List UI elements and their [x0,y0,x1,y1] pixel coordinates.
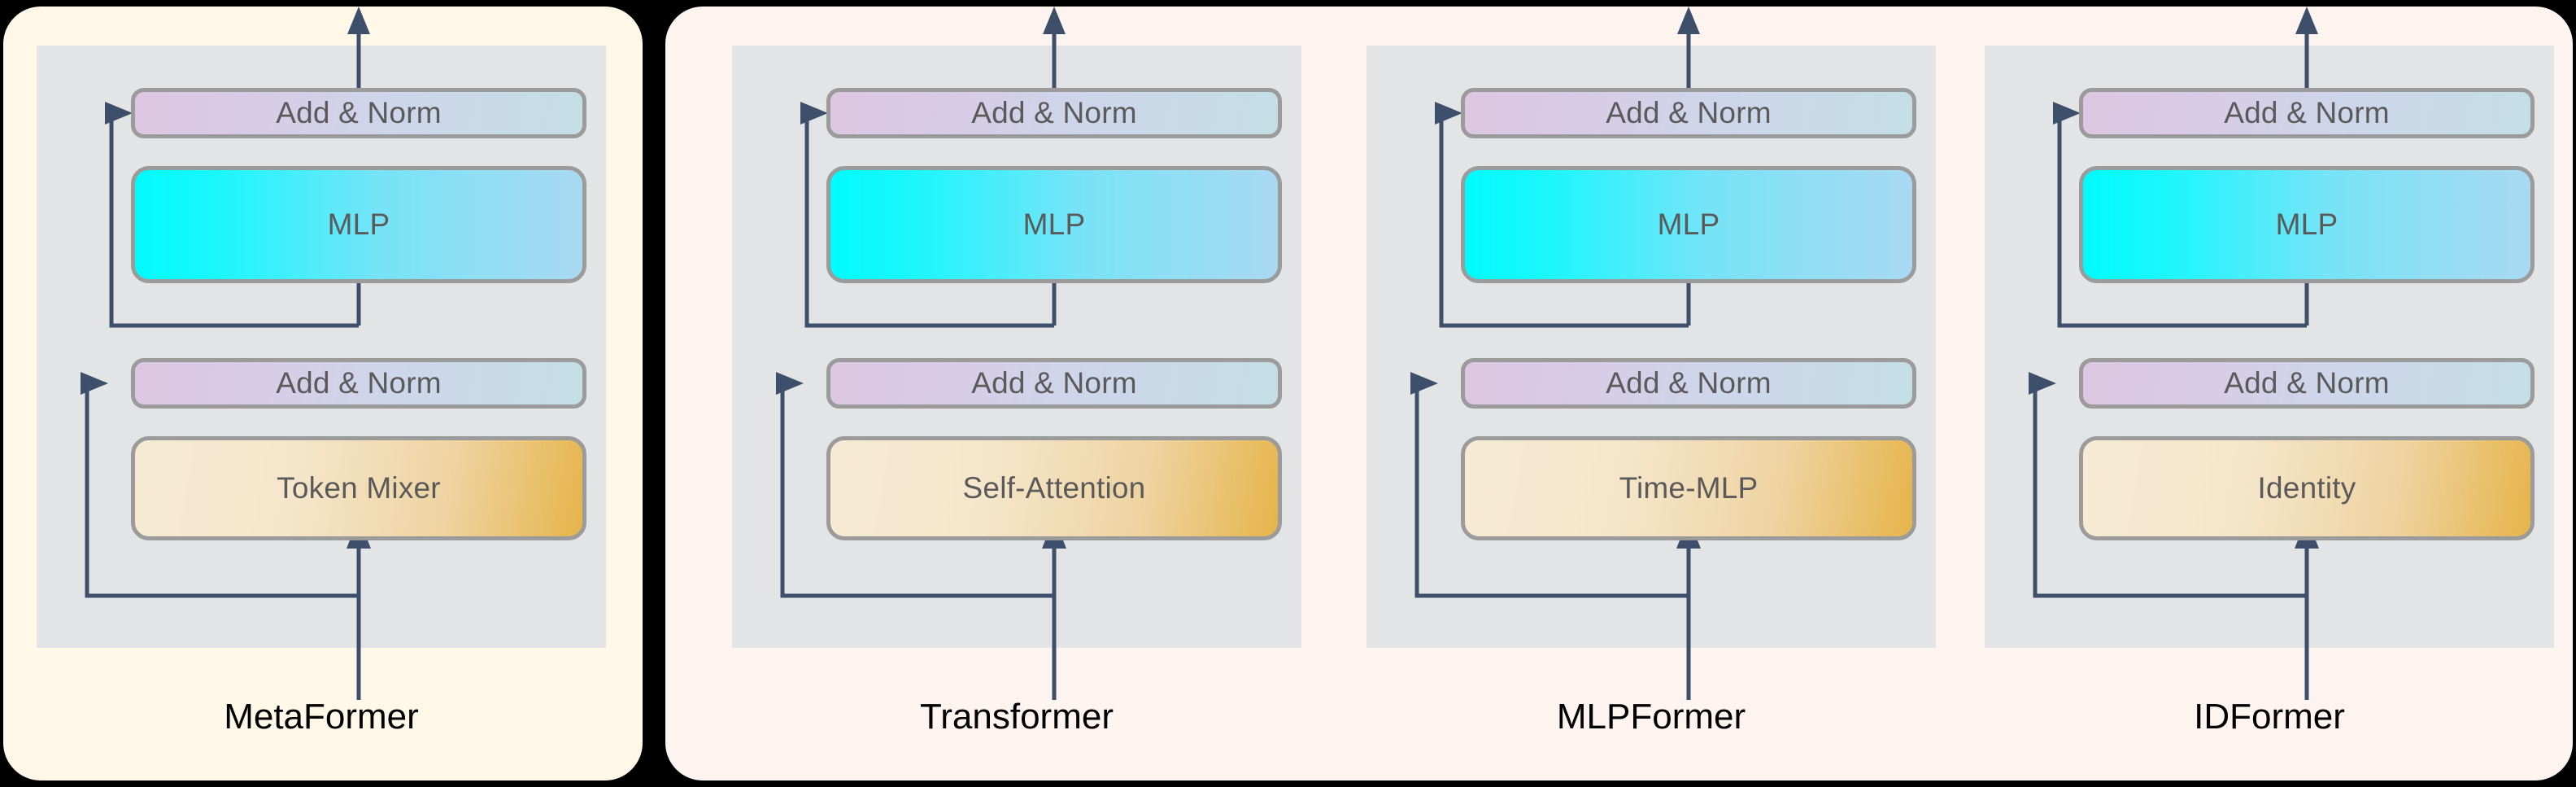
token-mixer-block-label: Identity [2257,471,2356,505]
add-and-norm-top[interactable]: Add & Norm [2079,88,2535,138]
panel-plate [1985,46,2554,648]
add-and-norm-top[interactable]: Add & Norm [826,88,1282,138]
panel-caption: MetaFormer [224,697,419,737]
panel-plate [37,46,606,648]
architecture-panel-metaformer: Add & Norm MLP Add & Norm Token Mixer Me… [37,7,606,737]
architecture-panel-transformer: Add & Norm MLP Add & Norm Self-Attention… [732,7,1301,737]
add-and-norm-bottom-label: Add & Norm [276,366,442,400]
add-and-norm-top-label: Add & Norm [1606,96,1772,129]
panel-caption: IDFormer [2194,697,2345,737]
add-and-norm-top-label: Add & Norm [276,96,442,129]
mlp-block[interactable]: MLP [2079,166,2535,283]
architecture-panel-mlpformer: Add & Norm MLP Add & Norm Time-MLP MLPFo… [1366,7,1936,737]
add-and-norm-bottom[interactable]: Add & Norm [131,358,586,409]
token-mixer-block-label: Token Mixer [277,471,441,505]
add-and-norm-bottom-label: Add & Norm [971,366,1137,400]
mlp-block[interactable]: MLP [1461,166,1916,283]
architecture-panel-idformer: Add & Norm MLP Add & Norm Identity IDFor… [1985,7,2554,737]
token-mixer-block[interactable]: Identity [2079,436,2535,540]
mlp-block-label: MLP [1022,208,1086,241]
add-and-norm-bottom-label: Add & Norm [1606,366,1772,400]
token-mixer-block[interactable]: Time-MLP [1461,436,1916,540]
mlp-block-label: MLP [327,208,390,241]
mlp-block-label: MLP [2275,208,2338,241]
mlp-block-label: MLP [1657,208,1720,241]
add-and-norm-bottom-label: Add & Norm [2224,366,2390,400]
token-mixer-block-label: Self-Attention [962,471,1146,505]
token-mixer-block-label: Time-MLP [1619,471,1759,505]
panel-caption: MLPFormer [1556,697,1746,737]
add-and-norm-top[interactable]: Add & Norm [1461,88,1916,138]
add-and-norm-top-label: Add & Norm [2224,96,2390,129]
mlp-block[interactable]: MLP [131,166,586,283]
add-and-norm-bottom[interactable]: Add & Norm [2079,358,2535,409]
panel-caption: Transformer [920,697,1114,737]
add-and-norm-top-label: Add & Norm [971,96,1137,129]
add-and-norm-bottom[interactable]: Add & Norm [1461,358,1916,409]
panel-plate [1366,46,1936,648]
add-and-norm-top[interactable]: Add & Norm [131,88,586,138]
token-mixer-block[interactable]: Self-Attention [826,436,1282,540]
token-mixer-block[interactable]: Token Mixer [131,436,586,540]
add-and-norm-bottom[interactable]: Add & Norm [826,358,1282,409]
panel-plate [732,46,1301,648]
mlp-block[interactable]: MLP [826,166,1282,283]
